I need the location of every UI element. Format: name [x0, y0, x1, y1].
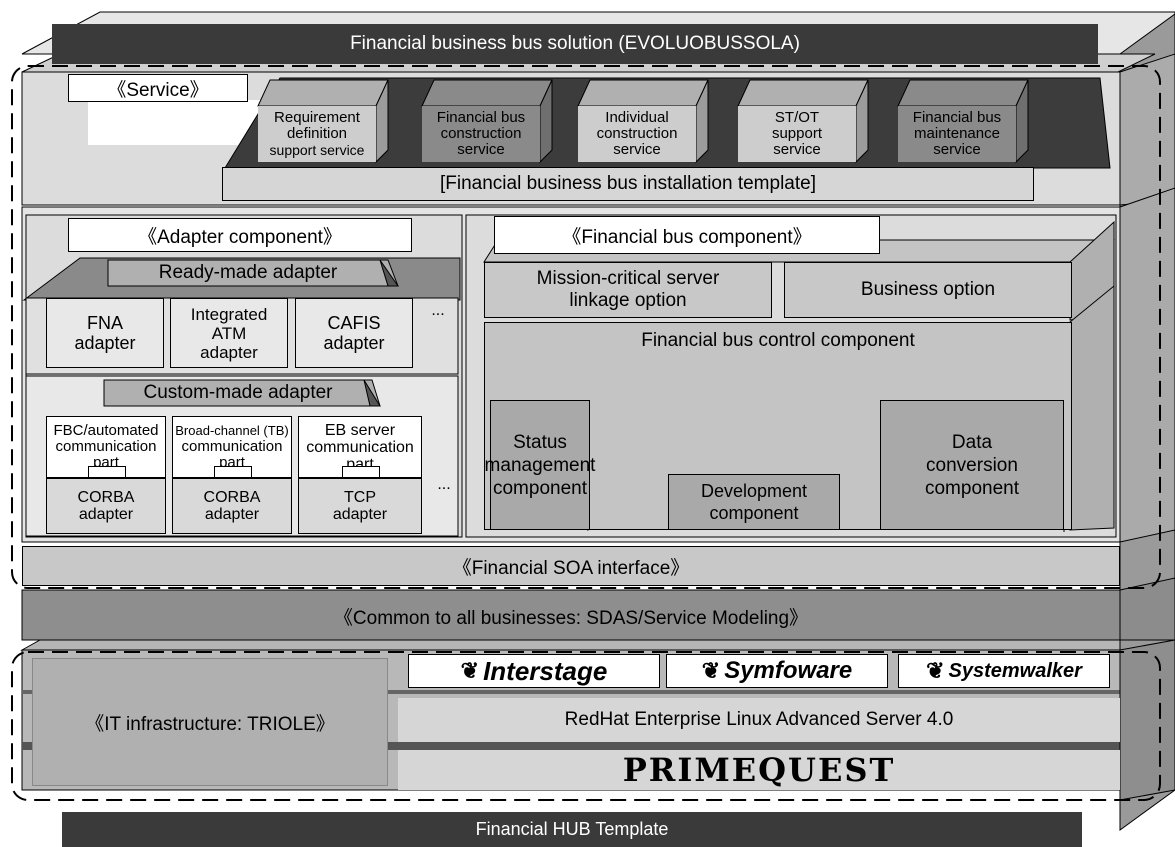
adapter-line: adapter: [323, 333, 385, 353]
part-line: communication: [55, 438, 157, 455]
service-line: Requirement: [274, 109, 360, 126]
integrated-atm-adapter: Integrated ATM adapter: [170, 298, 288, 368]
financial-soa-interface-bar: 《Financial SOA interface》: [22, 546, 1120, 586]
part-line: communication: [181, 438, 283, 455]
ready-made-adapter-label: Ready-made adapter: [158, 262, 338, 283]
cafis-adapter: CAFIS adapter: [295, 298, 413, 368]
service-st-ot-support: ST/OT support service: [738, 106, 856, 162]
service-line: construction: [440, 125, 522, 142]
installation-template-bar: [Financial business bus installation tem…: [222, 167, 1034, 201]
interstage-logo: ❦ Interstage: [408, 654, 660, 688]
part-line: Broad-channel (TB): [175, 423, 289, 438]
ready-made-more: ...: [431, 302, 445, 319]
component-line: component: [709, 503, 799, 523]
service-line: support service: [269, 142, 365, 158]
service-line: Individual: [605, 109, 669, 126]
service-title: 《Service》: [68, 74, 248, 102]
product-name: Symfoware: [724, 657, 853, 684]
service-line: Financial bus: [912, 109, 1002, 126]
adapter-line: adapter: [200, 342, 258, 362]
adapter-component-title: 《Adapter component》: [68, 218, 412, 252]
service-line: construction: [596, 125, 678, 142]
service-line: service: [933, 141, 981, 158]
symfoware-logo: ❦ Symfoware: [666, 654, 888, 688]
component-line: Development: [700, 481, 808, 501]
hub-template-banner: Financial HUB Template: [62, 812, 1082, 847]
data-conversion-component: Data conversion component: [880, 400, 1064, 530]
hardware-layer: PRIMEQUEST: [398, 750, 1120, 790]
adapter-line: CORBA: [77, 489, 135, 506]
part-line: EB server: [324, 421, 396, 439]
systemwalker-logo: ❦ Systemwalker: [898, 654, 1110, 688]
financial-bus-component-title: 《Financial bus component》: [494, 216, 880, 254]
service-line: service: [613, 141, 661, 158]
business-option: Business option: [784, 262, 1072, 318]
os-layer: RedHat Enterprise Linux Advanced Server …: [398, 698, 1120, 742]
adapter-line: adapter: [204, 506, 260, 523]
fujitsu-mark-icon: ❦: [701, 658, 721, 683]
service-line: Financial bus: [436, 109, 526, 126]
product-name: Interstage: [483, 655, 608, 686]
development-component: Development component: [668, 474, 840, 530]
adapter-line: Integrated: [190, 304, 268, 324]
service-line: service: [773, 141, 821, 158]
fujitsu-mark-icon: ❦: [926, 658, 945, 683]
adapter-line: ATM: [211, 323, 247, 343]
corba-adapter-2: CORBA adapter: [172, 478, 292, 534]
service-financial-bus-maintenance: Financial bus maintenance service: [898, 106, 1016, 162]
component-line: component: [924, 477, 1019, 499]
connector-notch: [342, 466, 380, 478]
adapter-line: adapter: [74, 333, 136, 353]
service-line: ST/OT: [774, 109, 820, 126]
common-businesses-layer: 《Common to all businesses: SDAS/Service …: [333, 607, 809, 629]
component-line: conversion: [926, 454, 1018, 476]
service-requirement-definition: Requirement definition support service: [258, 106, 376, 162]
control-component-label: Financial bus control component: [641, 330, 915, 351]
product-name: Systemwalker: [948, 659, 1082, 682]
component-line: Data: [951, 431, 993, 453]
fna-adapter: FNA adapter: [46, 298, 164, 368]
component-line: component: [492, 477, 587, 499]
adapter-line: FNA: [87, 313, 123, 333]
part-line: communication: [306, 438, 414, 456]
custom-made-adapter-label: Custom-made adapter: [143, 382, 333, 403]
corba-adapter-1: CORBA adapter: [46, 478, 166, 534]
connector-notch: [214, 466, 252, 478]
adapter-line: adapter: [78, 506, 134, 523]
option-line: linkage option: [569, 290, 687, 311]
adapter-line: CORBA: [203, 489, 261, 506]
adapter-line: TCP: [344, 489, 376, 506]
status-management-component: Status management component: [485, 400, 595, 530]
custom-made-more: ...: [437, 476, 451, 493]
solution-title-banner: Financial business bus solution (EVOLUOB…: [52, 24, 1098, 64]
service-line: definition: [286, 125, 348, 142]
option-line: Mission-critical server: [536, 268, 720, 289]
mission-critical-linkage-option: Mission-critical server linkage option: [484, 262, 772, 318]
service-line: maintenance: [914, 125, 1000, 142]
service-line: service: [457, 141, 505, 158]
tcp-adapter: TCP adapter: [298, 478, 422, 534]
connector-notch: [88, 466, 126, 478]
service-line: support: [771, 125, 823, 142]
adapter-line: adapter: [332, 506, 388, 523]
adapter-line: CAFIS: [327, 313, 381, 333]
part-line: FBC/automated: [53, 422, 159, 439]
service-individual-construction: Individual construction service: [578, 106, 696, 162]
component-line: Status: [513, 431, 567, 453]
fujitsu-mark-icon: ❦: [460, 658, 480, 683]
it-infrastructure-box: 《IT infrastructure: TRIOLE》: [32, 658, 388, 786]
service-financial-bus-construction: Financial bus construction service: [422, 106, 540, 162]
component-line: management: [484, 454, 596, 476]
